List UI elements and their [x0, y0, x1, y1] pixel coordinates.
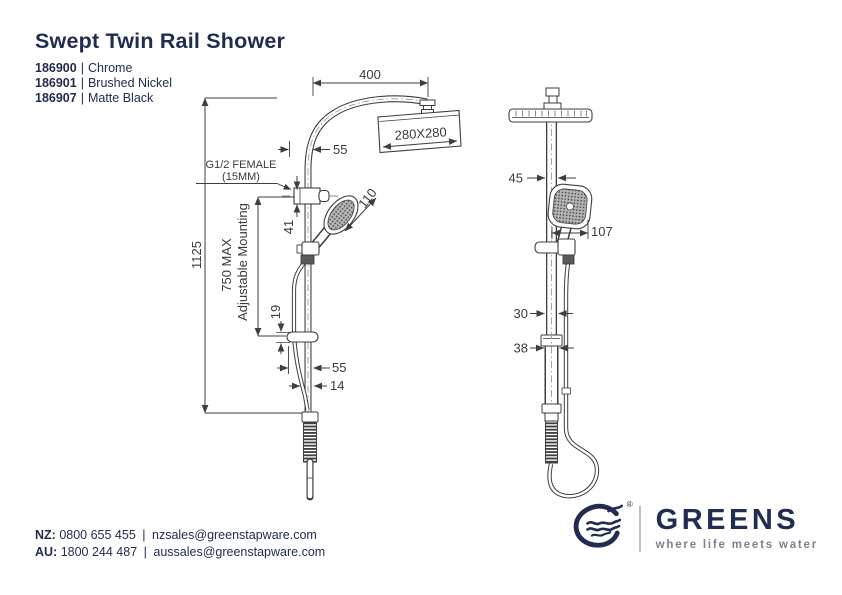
- contact-row-nz: NZ: 0800 655 455 | nzsales@greenstapware…: [35, 527, 325, 544]
- product-finish: Matte Black: [87, 91, 154, 105]
- dim-adjustable-text-label: Adjustable Mounting: [235, 203, 250, 321]
- dim-107: 107: [551, 220, 613, 239]
- product-code: 186901: [35, 76, 77, 90]
- logo-text: GREENS where life meets water: [655, 504, 818, 552]
- code-separator: |: [80, 76, 84, 90]
- dim-38: 38: [514, 341, 574, 356]
- registered-mark: ®: [626, 500, 633, 509]
- dim-45: 45: [509, 171, 576, 186]
- dim-inlet-label: 41: [281, 220, 296, 234]
- greens-logo: ® GREENS where life meets water: [570, 500, 818, 555]
- hose-outlet-side: [541, 403, 562, 464]
- contact-separator: |: [142, 528, 146, 542]
- hand-shower-side: [534, 183, 593, 265]
- side-view-drawing: 45: [508, 87, 613, 499]
- contact-label: NZ:: [35, 528, 56, 542]
- greens-wave-g-icon: [573, 503, 623, 548]
- contact-label: AU:: [35, 544, 58, 559]
- greens-logo-icon-wrap: ®: [570, 500, 633, 555]
- dim-rail-lower-label: 38: [514, 341, 528, 356]
- dim-bracket-label: 19: [268, 305, 283, 319]
- product-code: 186907: [35, 91, 77, 105]
- dim-adjustable-value-label: 750 MAX: [219, 238, 234, 292]
- dim-rail-upper-label: 30: [514, 306, 528, 321]
- hose-outlet-front: [301, 411, 319, 501]
- code-separator: |: [80, 91, 84, 105]
- front-view-drawing: 280X280 400 55 1125: [189, 67, 462, 501]
- product-code-row: 186900|Chrome: [35, 61, 285, 76]
- product-code-list: 186900|Chrome 186901|Brushed Nickel 1869…: [35, 61, 285, 106]
- dim-41: 41: [281, 176, 301, 234]
- rail-and-swept-arm: [304, 95, 428, 414]
- dim-rail-offset-label: 45: [509, 171, 523, 186]
- overhead-shower-front: 280X280: [377, 99, 462, 154]
- product-code-row: 186907|Matte Black: [35, 91, 285, 106]
- logo-divider: [638, 505, 641, 552]
- contact-row-au: AU: 1800 244 487 | aussales@greenstapwar…: [35, 544, 325, 561]
- contact-separator: |: [143, 544, 147, 559]
- product-code: 186900: [35, 61, 77, 75]
- brand-tagline: where life meets water: [655, 539, 818, 551]
- code-separator: |: [80, 61, 84, 75]
- hose-front: [291, 260, 310, 411]
- hose-side: [547, 263, 600, 499]
- dim-rail-width-label: 55: [333, 142, 347, 157]
- dim-handpiece-width-label: 107: [591, 224, 613, 239]
- brand-wordmark: GREENS: [655, 504, 800, 536]
- contact-info: NZ: 0800 655 455 | nzsales@greenstapware…: [35, 527, 325, 560]
- wall-inlet-fitting: G1/2 FEMALE (15MM): [196, 159, 339, 205]
- contact-phone: 0800 655 455: [59, 528, 136, 542]
- inlet-size-label: (15MM): [222, 171, 260, 183]
- product-code-row: 186901|Brushed Nickel: [35, 76, 285, 91]
- header: Swept Twin Rail Shower 186900|Chrome 186…: [35, 29, 285, 106]
- dim-hose-label: 14: [330, 378, 344, 393]
- contact-email[interactable]: nzsales@greenstapware.com: [152, 528, 317, 542]
- dim-arm-reach-label: 400: [359, 67, 381, 82]
- overhead-shower-side: [508, 87, 593, 123]
- dim-30: 30: [514, 306, 573, 321]
- inlet-thread-label: G1/2 FEMALE: [206, 159, 277, 171]
- dim-14: 14: [289, 378, 344, 393]
- dim-400: 400: [312, 67, 429, 97]
- page-title: Swept Twin Rail Shower: [35, 29, 286, 53]
- dim-1125: 1125: [189, 97, 302, 414]
- slider-bracket: 19: [268, 305, 319, 354]
- contact-phone: 1800 244 487: [60, 544, 138, 559]
- dim-55-bottom: 55: [277, 346, 346, 375]
- contact-email[interactable]: aussales@greenstapware.com: [153, 544, 326, 559]
- dim-head-size: 280X280: [394, 124, 447, 143]
- dim-bracket-offset-label: 55: [332, 360, 346, 375]
- product-finish: Chrome: [87, 61, 133, 75]
- product-finish: Brushed Nickel: [87, 76, 173, 90]
- rail-side: [540, 100, 563, 418]
- dim-55-top: 55: [278, 141, 347, 157]
- dim-handpiece-label: 110: [355, 185, 380, 211]
- dim-height-label: 1125: [189, 241, 204, 269]
- dim-750-adjustable: 750 MAX Adjustable Mounting: [219, 196, 299, 337]
